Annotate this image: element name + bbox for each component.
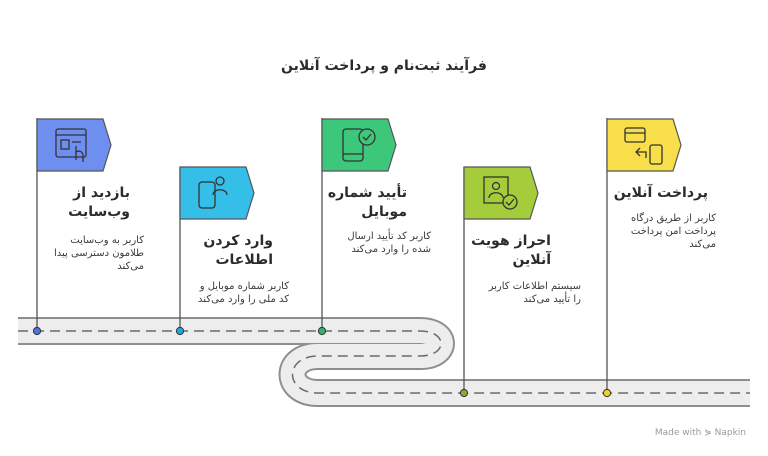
step-visit-title: بازدید از وب‌سایت [40,184,130,222]
step-payment-title-line1: پرداخت آنلاین [613,185,708,201]
step-visit-title-line1: بازدید از [73,185,130,201]
step-verify-mobile-title-line2: موبایل [361,204,407,220]
card-phone-icon [624,127,663,165]
step-verify-mobile-desc-line2: شده را وارد می‌کند [351,244,431,255]
step-enter-info-desc-line1: کاربر شماره موبایل و [199,281,289,292]
step-visit-desc-line2: طلامون دسترسی پیدا [53,248,144,259]
step-enter-info-desc: کاربر شماره موبایل و کد ملی را وارد می‌ک… [183,280,289,306]
step-enter-info-title-line2: اطلاعات [215,252,273,268]
napkin-watermark: Made with ⋟ Napkin [654,428,746,438]
step-payment-title: پرداخت آنلاین [610,184,708,203]
step-identity-desc-line2: را تأیید می‌کند [523,294,581,305]
step-verify-mobile-title-line1: تأیید شماره [327,185,407,201]
flag-enter-info [179,166,255,220]
website-touch-icon [55,128,87,162]
step-payment-desc: کاربر از طریق درگاه پرداخت امن پرداخت می… [610,212,716,251]
step-visit-title-line2: وب‌سایت [68,204,130,220]
step-enter-info-desc-line2: کد ملی را وارد می‌کند [198,294,289,305]
step-verify-mobile-desc-line1: کاربر کد تأیید ارسال [347,231,431,242]
step-visit-desc: کاربر به وب‌سایت طلامون دسترسی پیدا می‌ک… [40,234,144,273]
step-identity-title-line2: آنلاین [512,252,551,268]
step-verify-mobile-desc: کاربر کد تأیید ارسال شده را وارد می‌کند [325,230,431,256]
flag-verify-mobile [321,118,397,172]
step-identity-desc: سیستم اطلاعات کاربر را تأیید می‌کند [467,280,581,306]
step-enter-info-title: وارد کردن اطلاعات [183,232,273,270]
step-enter-info-title-line1: وارد کردن [203,233,273,249]
id-verify-icon [483,176,518,210]
step-verify-mobile-title: تأیید شماره موبایل [325,184,407,222]
user-phone-icon [198,176,228,209]
step-payment-desc-line2: پرداخت امن پرداخت [630,226,716,237]
step-payment-desc-line3: می‌کند [689,239,716,250]
diagram-title: فرآیند ثبت‌نام و پرداخت آنلاین [281,58,487,74]
step-identity-title: احراز هویت آنلاین [467,232,551,270]
flag-visit [36,118,112,172]
flag-identity [463,166,539,220]
step-payment-desc-line1: کاربر از طریق درگاه [630,213,716,224]
step-visit-desc-line1: کاربر به وب‌سایت [70,235,144,246]
step-identity-desc-line1: سیستم اطلاعات کاربر [488,281,581,292]
step-identity-title-line1: احراز هویت [471,233,551,249]
phone-check-icon [342,128,376,162]
step-visit-desc-line3: می‌کند [117,261,144,272]
flag-payment [606,118,682,172]
